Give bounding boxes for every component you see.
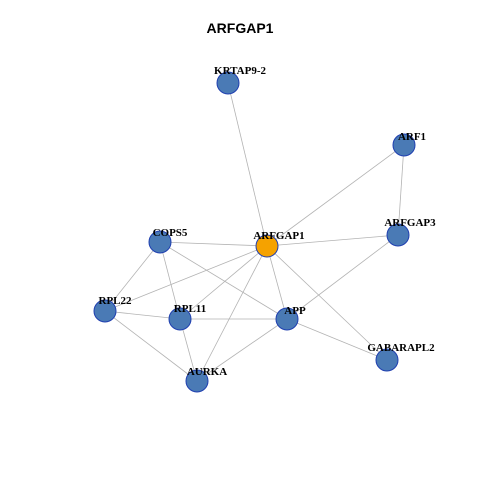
figure-title: ARFGAP1 bbox=[206, 20, 274, 36]
edge-app-gabarapl2 bbox=[286, 318, 388, 361]
node-krtap9-2 bbox=[216, 71, 240, 95]
edges-layer bbox=[104, 82, 405, 382]
node-gabarapl2 bbox=[375, 348, 399, 372]
nodes-layer bbox=[93, 71, 416, 393]
node-label-aurka: AURKA bbox=[187, 366, 227, 378]
edge-arfgap1-arfgap3 bbox=[266, 234, 399, 247]
edge-app-aurka bbox=[196, 318, 288, 382]
edge-arfgap1-gabarapl2 bbox=[266, 245, 388, 361]
edge-arfgap3-app bbox=[286, 234, 399, 320]
node-app bbox=[275, 307, 299, 331]
edge-cops5-rpl11 bbox=[159, 241, 181, 320]
node-label-gabarapl2: GABARAPL2 bbox=[367, 342, 435, 354]
edge-arfgap1-arf1 bbox=[266, 144, 405, 247]
edge-cops5-app bbox=[159, 241, 288, 320]
node-cops5 bbox=[148, 230, 172, 254]
node-label-arf1: ARF1 bbox=[398, 131, 426, 143]
node-aurka bbox=[185, 369, 209, 393]
labels-layer: ARFGAP1 KRTAP9-2ARF1ARFGAP3COPS5RPL22RPL1… bbox=[99, 65, 437, 378]
node-label-rpl11: RPL11 bbox=[174, 303, 206, 315]
edge-arfgap1-krtap9-2 bbox=[227, 82, 268, 247]
node-label-arfgap3: ARFGAP3 bbox=[384, 217, 436, 229]
edge-arfgap1-cops5 bbox=[159, 241, 268, 247]
node-label-rpl22: RPL22 bbox=[99, 295, 133, 307]
edge-arfgap1-aurka bbox=[196, 245, 268, 382]
edge-arfgap1-app bbox=[266, 245, 288, 320]
node-rpl22 bbox=[93, 299, 117, 323]
edge-arfgap1-rpl11 bbox=[179, 245, 268, 320]
edge-rpl22-rpl11 bbox=[104, 310, 181, 320]
node-label-krtap9-2: KRTAP9-2 bbox=[214, 65, 266, 77]
node-label-arfgap1: ARFGAP1 bbox=[253, 230, 304, 242]
node-label-cops5: COPS5 bbox=[153, 227, 188, 239]
edge-arf1-arfgap3 bbox=[397, 144, 405, 236]
edge-cops5-rpl22 bbox=[104, 241, 161, 312]
node-arfgap3 bbox=[386, 223, 410, 247]
node-rpl11 bbox=[168, 307, 192, 331]
edge-arfgap1-rpl22 bbox=[104, 245, 268, 312]
node-label-app: APP bbox=[284, 305, 306, 317]
node-arf1 bbox=[392, 133, 416, 157]
node-arfgap1 bbox=[255, 234, 279, 258]
edge-rpl22-aurka bbox=[104, 310, 198, 382]
